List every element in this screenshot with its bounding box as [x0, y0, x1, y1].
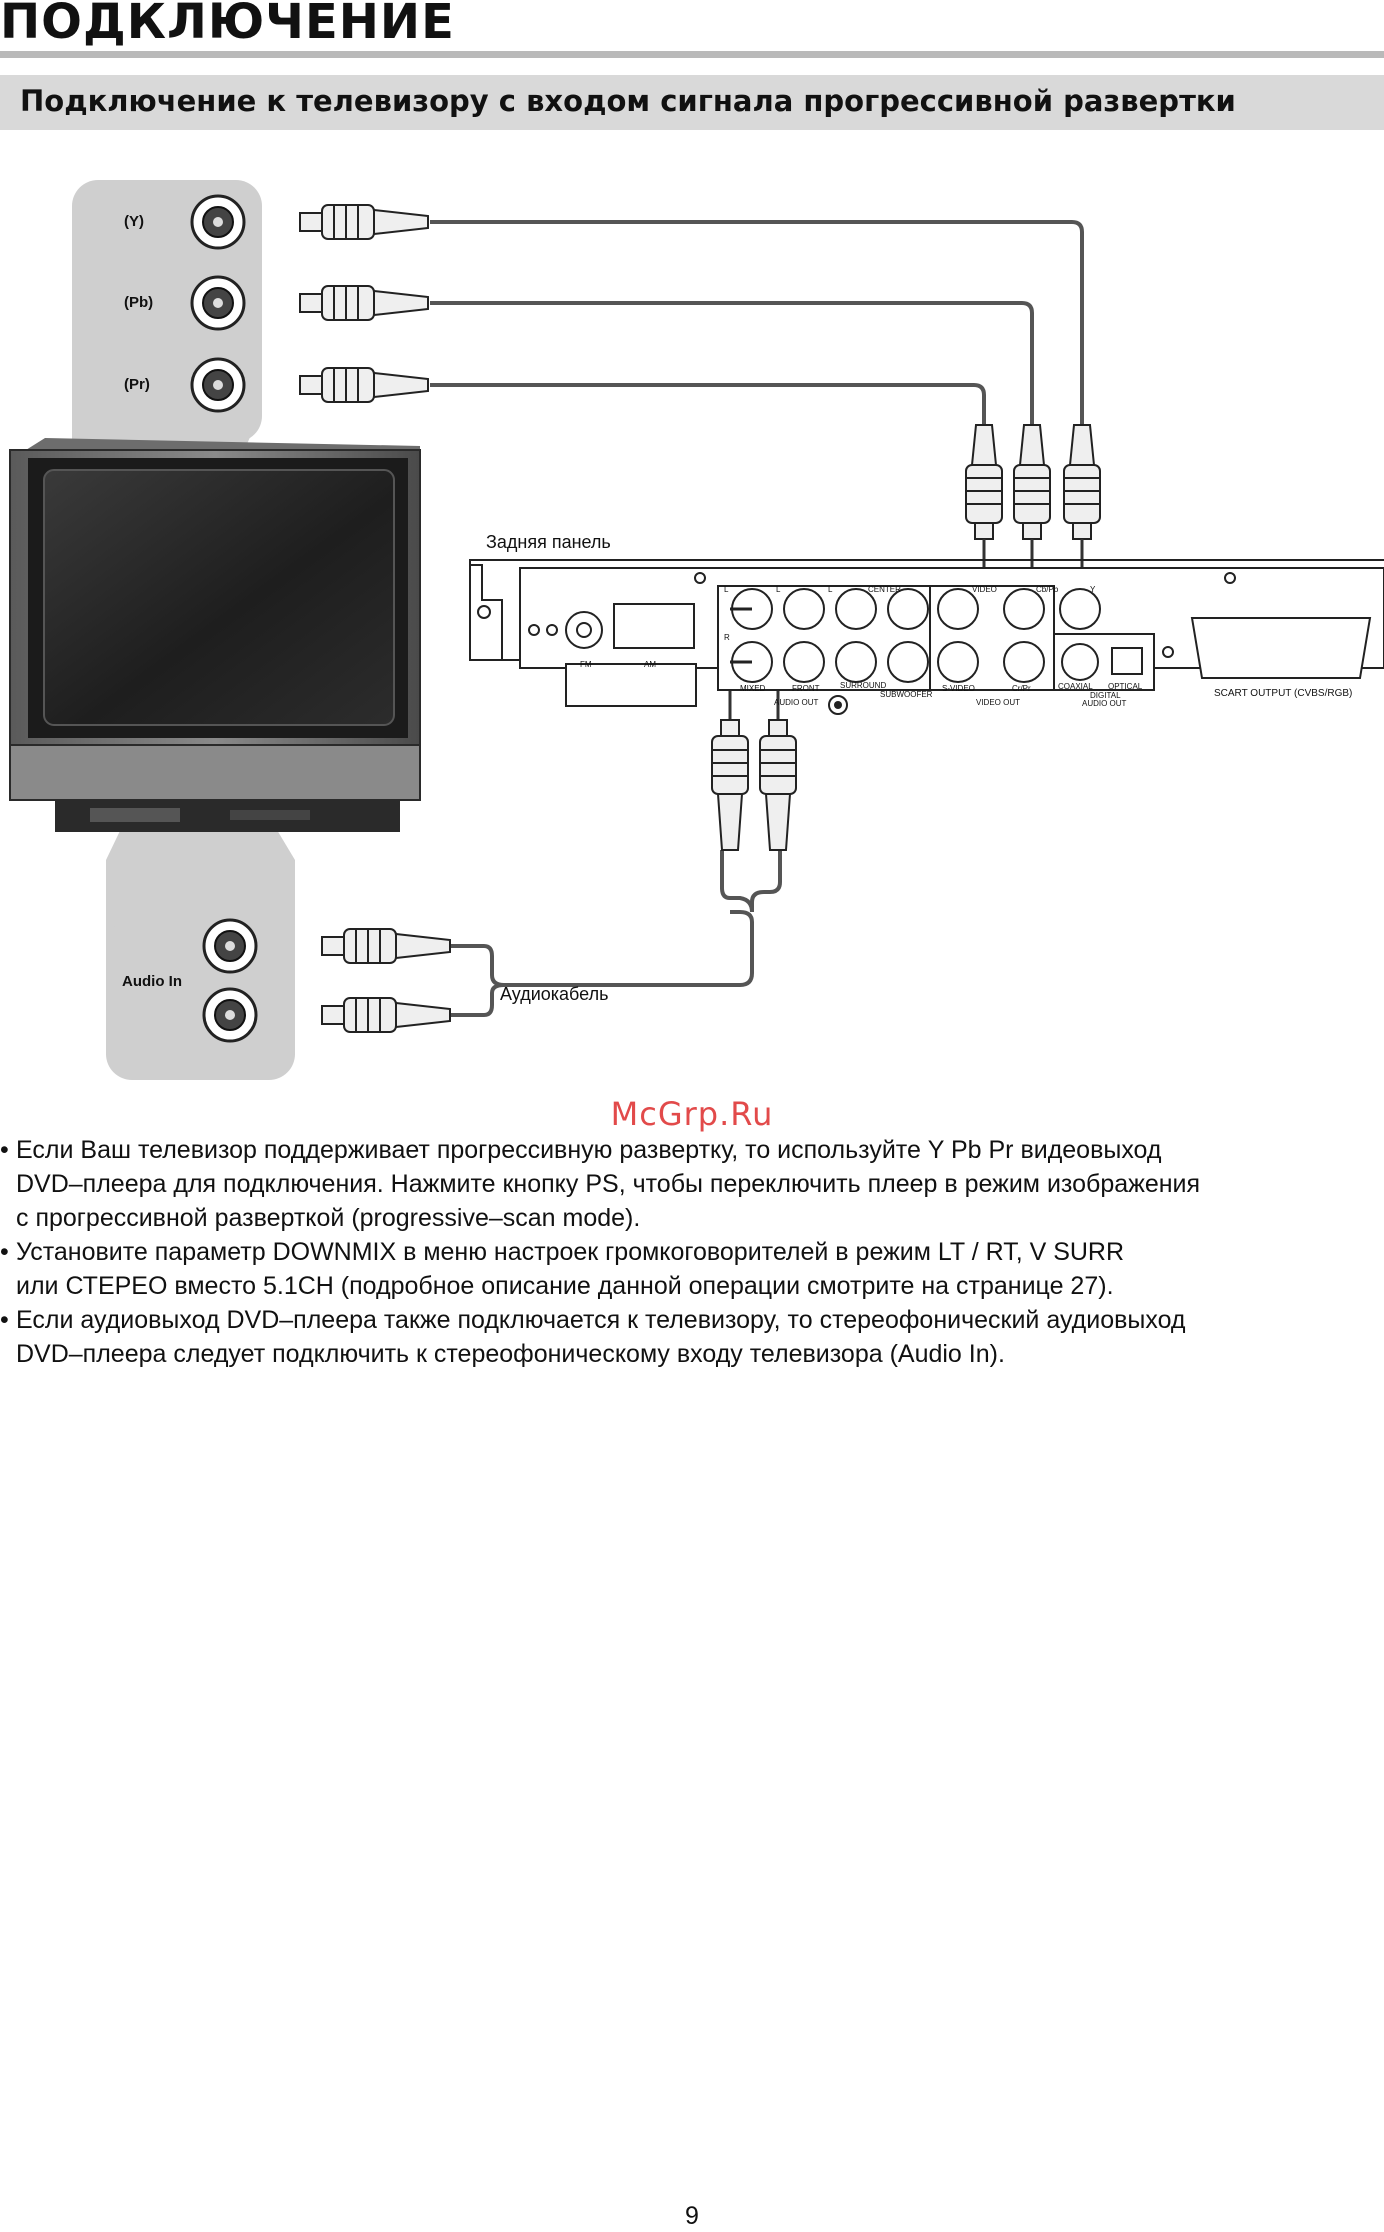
panel-label-video: VIDEO	[972, 585, 997, 594]
tv-audio-input-panel	[106, 810, 295, 1080]
list-item: • Установите параметр DOWNMIX в меню нас…	[0, 1235, 1376, 1303]
audio-cable-label: Аудиокабель	[500, 984, 608, 1004]
note-line: DVD–плеера для подключения. Нажмите кноп…	[16, 1170, 1201, 1198]
bullet-icon: •	[0, 1238, 9, 1266]
panel-label-l3: L	[828, 585, 833, 594]
panel-label-center: CENTER	[868, 585, 901, 594]
note-line: или СТЕРЕО вместо 5.1CH (подробное описа…	[16, 1272, 1114, 1300]
television-illustration	[9, 438, 421, 832]
tv-component-jacks	[190, 194, 246, 413]
list-item: • Если Ваш телевизор поддерживает прогре…	[0, 1133, 1376, 1235]
bullet-icon: •	[0, 1136, 9, 1164]
panel-label-crpr: Cr/Pr	[1012, 684, 1031, 693]
note-line: Если аудиовыход DVD–плеера также подключ…	[16, 1306, 1186, 1334]
panel-label-l2: L	[776, 585, 781, 594]
panel-label-cbpb: Cb/Pb	[1036, 585, 1059, 594]
panel-label-optical: OPTICAL	[1108, 682, 1143, 691]
watermark: McGrp.Ru	[610, 1095, 774, 1133]
note-line: DVD–плеера следует подключить к стереофо…	[16, 1340, 1005, 1368]
label-y: (Y)	[124, 213, 144, 230]
panel-label-video-out: VIDEO OUT	[976, 698, 1020, 707]
title-rule	[0, 51, 1384, 58]
rca-plugs-panel-audio	[711, 719, 797, 851]
panel-label-audio-out: AUDIO OUT	[774, 698, 819, 707]
panel-label-y: Y	[1090, 585, 1096, 594]
note-line: Установите параметр DOWNMIX в меню настр…	[16, 1238, 1125, 1266]
label-audio-in: Audio In	[122, 973, 182, 990]
bullet-icon: •	[0, 1306, 9, 1334]
note-line: Если Ваш телевизор поддерживает прогресс…	[16, 1136, 1162, 1164]
tv-audio-jacks	[202, 918, 258, 1043]
panel-label-mixed: MIXED	[740, 684, 766, 693]
rear-panel-label: Задняя панель	[486, 532, 611, 552]
panel-label-l1: L	[724, 585, 729, 594]
connection-diagram: (Y) (Pb) (Pr)	[9, 180, 1384, 1080]
video-cables	[430, 220, 1084, 425]
label-pb: (Pb)	[124, 294, 153, 311]
page-number: 9	[685, 2202, 699, 2230]
panel-label-surround: SURROUND	[840, 681, 886, 690]
rca-plugs-component	[299, 204, 429, 403]
label-pr: (Pr)	[124, 376, 150, 393]
panel-label-coaxial: COAXIAL	[1058, 682, 1093, 691]
panel-label-am: AM	[644, 660, 656, 669]
panel-label-front: FRONT	[792, 684, 820, 693]
section-header-bar: Подключение к телевизору с входом сигнал…	[0, 75, 1384, 130]
rca-plugs-audio-tv	[321, 928, 451, 1033]
panel-label-fm: FM	[580, 660, 592, 669]
instruction-list: • Если Ваш телевизор поддерживает прогре…	[0, 1133, 1376, 1371]
list-item: • Если аудиовыход DVD–плеера также подкл…	[0, 1303, 1376, 1371]
page-title: ПОДКЛЮЧЕНИЕ	[0, 0, 455, 50]
dvd-rear-panel	[469, 559, 1384, 715]
section-subtitle: Подключение к телевизору с входом сигнал…	[20, 84, 1236, 118]
audio-cable	[450, 850, 782, 1017]
note-line: с прогрессивной разверткой (progressive–…	[16, 1204, 641, 1232]
panel-label-svideo: S-VIDEO	[942, 684, 975, 693]
panel-label-digital-audio-out: AUDIO OUT	[1082, 699, 1127, 708]
rca-plugs-panel-video	[965, 424, 1101, 540]
panel-jack-highlights	[730, 607, 752, 664]
panel-label-scart: SCART OUTPUT (CVBS/RGB)	[1214, 688, 1352, 699]
panel-label-subwoofer: SUBWOOFER	[880, 690, 933, 699]
panel-label-r: R	[724, 633, 730, 642]
panel-label-digital: DIGITAL	[1090, 691, 1121, 700]
